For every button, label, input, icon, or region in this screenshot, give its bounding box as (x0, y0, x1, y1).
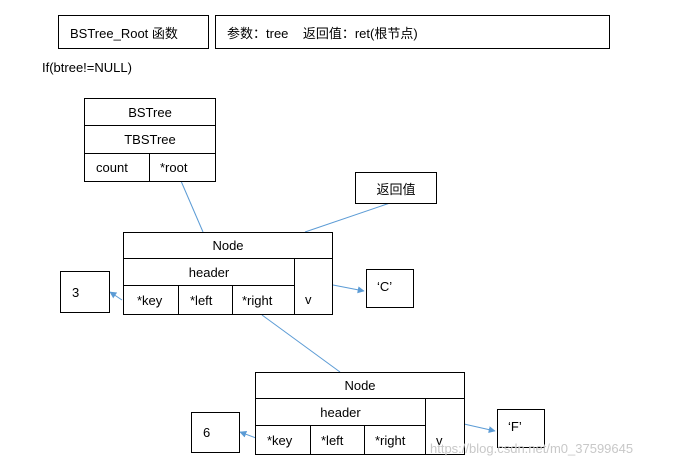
right-to-node2-line (261, 314, 341, 373)
bstree-count-cell: count (84, 153, 150, 182)
bstree-type-cell: TBSTree (84, 125, 216, 154)
node1-key-arrow (109, 291, 123, 301)
node2-name-cell: Node (255, 372, 465, 399)
node2-header-cell: header (255, 398, 426, 426)
node2-key-arrow (239, 430, 257, 439)
root-to-node1-line (180, 180, 204, 233)
node1-key-cell: *key (123, 285, 179, 315)
node2-v-cell: v (425, 398, 465, 455)
function-title-box: BSTree_Root 函数 (58, 15, 209, 49)
function-desc: 参数：tree 返回值：ret(根节点) (227, 25, 418, 41)
node2-right-cell: *right (364, 425, 426, 455)
bstree-name-cell: BSTree (84, 98, 216, 126)
node1-header-cell: header (123, 258, 295, 286)
watermark: https://blog.csdn.net/m0_37599645 (430, 441, 634, 456)
node2-key-cell: *key (255, 425, 311, 455)
function-title: BSTree_Root 函数 (70, 25, 178, 41)
node2-v-arrow (463, 423, 496, 434)
bstree-root-cell: *root (149, 153, 216, 182)
node1-name-cell: Node (123, 232, 333, 259)
node2-key-value-box: 6 (191, 412, 240, 453)
node1-v-cell: v (294, 258, 333, 315)
return-value-box: 返回值 (355, 172, 437, 204)
node2-left-cell: *left (310, 425, 365, 455)
node1-left-cell: *left (178, 285, 233, 315)
condition-label: If(btree!=NULL) (42, 60, 132, 75)
node1-v-arrow (332, 284, 365, 294)
node1-right-cell: *right (232, 285, 295, 315)
node1-key-value-box: 3 (60, 271, 110, 313)
node2-v-value-box: ‘F’ (497, 409, 545, 448)
function-desc-box: 参数：tree 返回值：ret(根节点) (215, 15, 610, 49)
return-to-node1-line (304, 202, 391, 233)
node1-v-value-box: ‘C’ (366, 269, 414, 308)
